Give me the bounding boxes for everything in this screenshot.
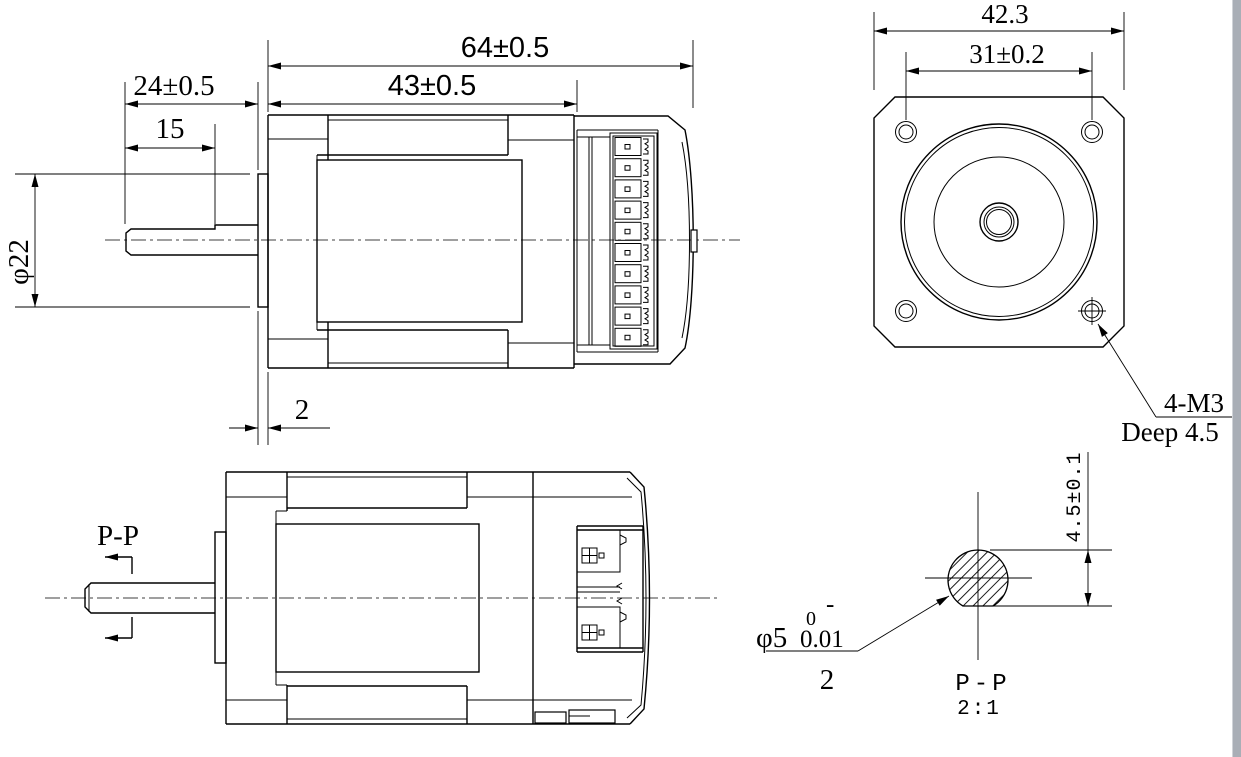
dim-body-length: 43±0.5 <box>388 70 477 102</box>
dimension-overall-length: 64±0.5 <box>267 32 694 112</box>
section-label: P-P <box>955 671 1010 698</box>
pilot-boss <box>257 173 269 308</box>
dimension-shaft-length: 24±0.5 <box>124 70 259 224</box>
connector-10pin <box>609 132 658 350</box>
dim-pilot-height: 2 <box>295 394 310 426</box>
note-depth: Deep 4.5 <box>1121 417 1218 447</box>
shaft-section <box>947 549 1009 607</box>
dim-flat-length: 15 <box>156 113 185 145</box>
motor-shaft <box>84 582 215 614</box>
dim-hole-spacing: 31±0.2 <box>969 39 1045 69</box>
dim-across-flat: 4.5±0.1 <box>1064 451 1087 542</box>
note-tolerance-lower: 0.01 <box>800 626 844 653</box>
shaft-diameter-note: φ5 0 - 0.01 2 <box>756 591 950 696</box>
connector-side <box>576 525 644 653</box>
side-view-top: 64±0.5 43±0.5 24±0.5 15 φ22 2 <box>3 32 740 445</box>
rear-cover <box>574 115 698 365</box>
mounting-holes <box>895 121 1106 325</box>
motor-shaft <box>125 224 258 256</box>
note-thread: 4-M3 <box>1164 388 1224 418</box>
flange-outline <box>873 96 1125 348</box>
dimension-flat-length: 15 <box>125 113 216 224</box>
dimension-pilot-diameter: φ22 <box>3 173 250 308</box>
dimension-frame-size: 42.3 <box>873 0 1125 90</box>
mounting-hole-note: 4-M3 Deep 4.5 <box>1097 323 1233 447</box>
section-view: 4.5±0.1 φ5 0 - 0.01 2 P-P 2:1 <box>756 451 1112 721</box>
note-flat-length: 2 <box>820 664 835 696</box>
note-tolerance-sign: - <box>826 591 834 618</box>
window-edge-strip <box>1232 0 1241 757</box>
section-cut-marks: P-P <box>97 520 139 642</box>
pilot-boss <box>214 531 227 664</box>
shaft-circle <box>979 202 1019 242</box>
dim-frame-size: 42.3 <box>981 0 1028 29</box>
section-scale: 2:1 <box>957 698 1001 721</box>
section-mark-label: P-P <box>97 520 139 552</box>
note-shaft-diameter: φ5 <box>756 622 787 654</box>
dimension-body-length: 43±0.5 <box>268 70 578 112</box>
motor-body <box>225 471 632 725</box>
side-view-bottom: P-P <box>45 471 718 725</box>
dimension-across-flat: 4.5±0.1 <box>987 451 1112 607</box>
dim-shaft-length: 24±0.5 <box>133 70 214 102</box>
section-title: P-P 2:1 <box>955 671 1010 721</box>
motor-body <box>267 114 575 369</box>
face-view: 42.3 31±0.2 4-M3 Deep 4.5 <box>873 0 1233 447</box>
rear-cover <box>534 471 651 725</box>
pilot-circle <box>900 123 1098 321</box>
dim-pilot-diameter: φ22 <box>3 239 35 285</box>
note-tolerance-upper: 0 <box>806 608 816 630</box>
dim-overall-length: 64±0.5 <box>461 32 550 64</box>
dimension-pilot-height: 2 <box>229 311 330 445</box>
dimension-hole-spacing: 31±0.2 <box>905 39 1093 120</box>
